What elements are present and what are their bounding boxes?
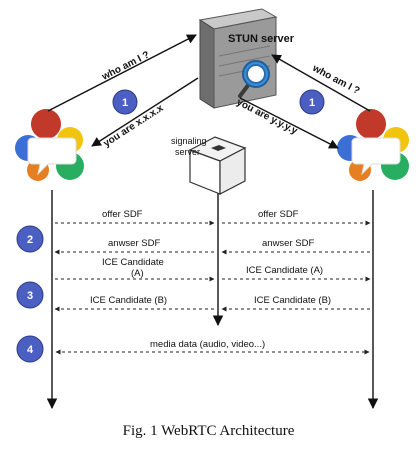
you-are-right-label: you are y.y.y.y	[235, 97, 300, 137]
signaling-server	[188, 136, 247, 195]
signaling-server-label-2: server	[175, 147, 200, 157]
signaling-server-label-1: signaling	[171, 136, 207, 146]
step-1-right-badge: 1	[299, 89, 325, 115]
ice-a-left-label-2: (A)	[131, 268, 144, 279]
media-label: media data (audio, video...)	[150, 339, 265, 350]
right-client-icon	[337, 109, 409, 181]
step-2-number: 2	[27, 234, 33, 246]
step-1-left-number: 1	[122, 97, 128, 109]
answer-right-label: anwser SDF	[262, 238, 314, 249]
answer-left-label: anwser SDF	[108, 238, 160, 249]
who-am-i-left-label: who am I ?	[99, 49, 151, 83]
left-client-icon	[15, 109, 84, 181]
ice-a-right-label: ICE Candidate (A)	[246, 265, 323, 276]
figure-caption: Fig. 1 WebRTC Architecture	[122, 423, 295, 439]
offer-left-label: offer SDF	[102, 209, 143, 220]
step-3-badge: 3	[16, 281, 44, 309]
ice-b-left-label: ICE Candidate (B)	[90, 295, 167, 306]
step-4-number: 4	[27, 344, 34, 356]
who-am-i-left-arrow	[47, 34, 197, 112]
magnifier-icon	[238, 60, 270, 98]
step-1-right-number: 1	[309, 97, 315, 109]
offer-right-label: offer SDF	[258, 209, 299, 220]
step-2-badge: 2	[16, 225, 44, 253]
step-4-badge: 4	[16, 335, 44, 363]
you-are-right-arrow	[239, 97, 339, 149]
stun-server	[198, 8, 278, 109]
you-are-left-arrow	[91, 77, 199, 147]
stun-server-label: STUN server	[228, 33, 295, 45]
ice-a-left-label-1: ICE Candidate	[102, 257, 164, 268]
step-3-number: 3	[27, 290, 33, 302]
ice-b-right-label: ICE Candidate (B)	[254, 295, 331, 306]
step-1-left-badge: 1	[112, 89, 138, 115]
who-am-i-right-arrow	[271, 54, 371, 112]
